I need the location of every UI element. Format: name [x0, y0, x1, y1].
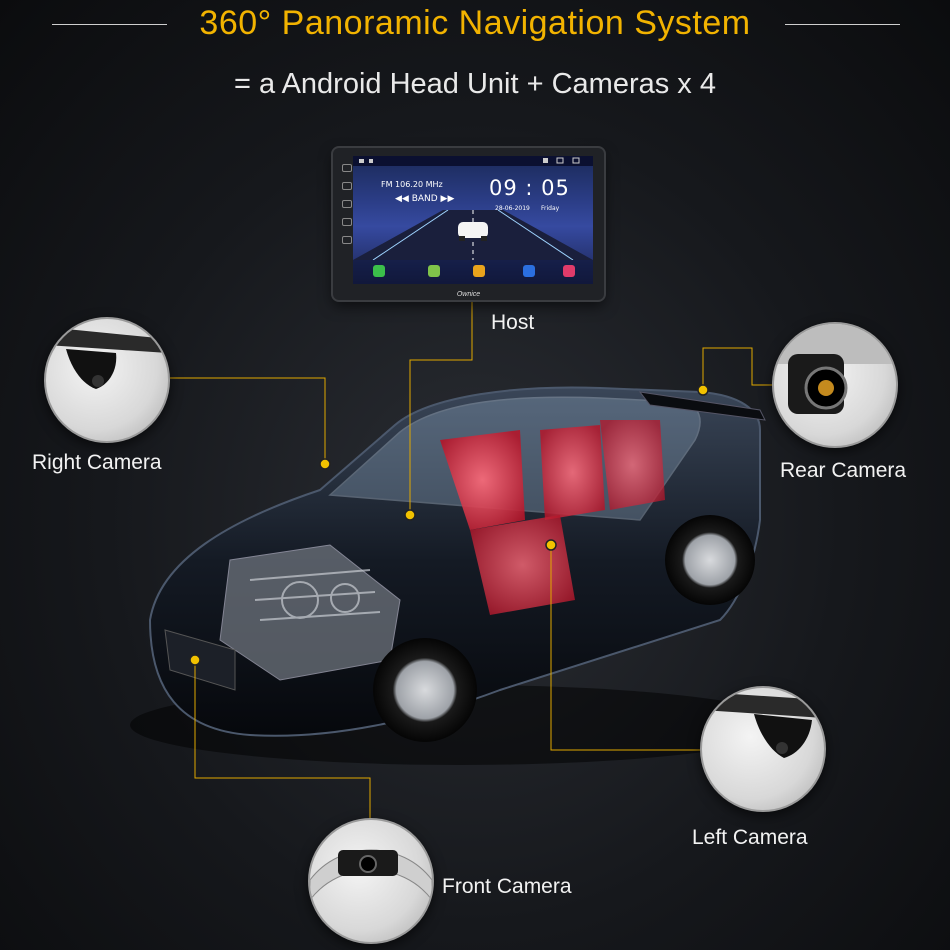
radio-frequency: FM 106.20 MHz	[381, 180, 443, 189]
head-unit-side-buttons	[337, 154, 357, 290]
back-button-icon	[342, 182, 352, 190]
title-divider-left	[52, 24, 167, 25]
radio-band: ◀◀ BAND ▶▶	[395, 194, 455, 204]
car-app-icon	[473, 265, 485, 277]
header: 360° Panoramic Navigation System	[0, 0, 950, 50]
road-graphic	[353, 210, 593, 260]
brand-logo: Ownice	[456, 291, 481, 298]
camera-icon	[702, 692, 824, 758]
apps-grid-icon	[563, 265, 575, 277]
volume-up-icon	[342, 200, 352, 208]
rear-camera-label: Rear Camera	[780, 459, 907, 482]
clock-day: Friday	[541, 205, 560, 212]
head-unit-screen: FM 106.20 MHz ◀◀ BAND ▶▶ 09 : 05 28-06-2…	[353, 156, 593, 284]
camera-icon	[774, 324, 896, 414]
front-camera-photo	[308, 818, 434, 944]
title-divider-right	[785, 24, 900, 25]
volume-down-icon	[342, 218, 352, 226]
camera-icon	[46, 327, 168, 389]
navigation-app-icon	[373, 265, 385, 277]
clock-date: 28-06-2019	[495, 205, 530, 212]
status-bar	[353, 156, 593, 166]
home-button-icon	[342, 164, 352, 172]
camera-icon	[310, 849, 432, 901]
left-camera-label: Left Camera	[692, 826, 808, 849]
left-camera-photo	[700, 686, 826, 812]
right-camera-label: Right Camera	[32, 451, 162, 474]
app-dock	[353, 260, 593, 284]
front-camera-label: Front Camera	[442, 875, 572, 898]
host-label: Host	[491, 311, 535, 334]
page-title: 360° Panoramic Navigation System	[199, 4, 751, 42]
clock-time: 09 : 05	[489, 176, 570, 200]
rear-camera-photo	[772, 322, 898, 448]
power-icon	[342, 236, 352, 244]
bluetooth-icon	[523, 265, 535, 277]
right-camera-photo	[44, 317, 170, 443]
page-subtitle: = a Android Head Unit + Cameras x 4	[234, 68, 716, 100]
head-unit: FM 106.20 MHz ◀◀ BAND ▶▶ 09 : 05 28-06-2…	[333, 148, 604, 300]
radio-app-icon	[428, 265, 440, 277]
